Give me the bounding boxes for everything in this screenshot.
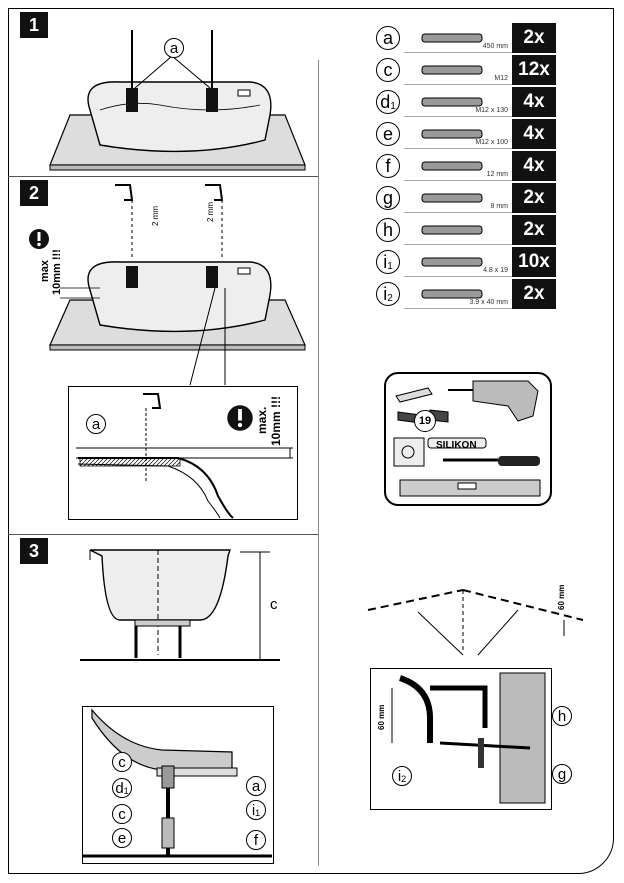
threaded-rod-icon: M12 x 130 (404, 88, 512, 117)
dimension-c-label: c (270, 596, 278, 613)
drill-size-2: 2 mm (206, 202, 215, 222)
part-letter: c (376, 58, 400, 82)
part-quantity: 4x (512, 119, 556, 149)
part-letter: h (376, 218, 400, 242)
instruction-frame (8, 8, 614, 874)
wall-hook-icon (404, 216, 512, 245)
step-3-callout: f (246, 830, 266, 850)
part-letter: a (376, 26, 400, 50)
detail-label-a: a (86, 414, 106, 434)
part-letter: e (376, 122, 400, 146)
nut-icon: M12 (404, 56, 512, 85)
section-divider-1 (8, 176, 318, 177)
part-spec: 3.9 x 40 mm (469, 298, 508, 306)
step-1-badge: 1 (20, 12, 48, 38)
step-2-illustration (49, 184, 306, 386)
column-divider (318, 60, 319, 866)
step-3-illustration (80, 549, 280, 661)
wall-60mm-top: 60 mm (557, 584, 566, 610)
section-divider-2 (8, 534, 318, 535)
wall-mount-illustration (367, 589, 584, 656)
part-quantity: 2x (512, 279, 556, 309)
step-3-callout: e (112, 828, 132, 848)
part-spec: 12 mm (486, 170, 508, 178)
wall-detail-illustration (391, 672, 546, 804)
part-spec: 450 mm (482, 42, 508, 50)
part-row: f 12 mm 4x (376, 150, 556, 182)
wrench-size-badge: 19 (414, 410, 436, 432)
step-2-detail-box (68, 386, 298, 520)
warning-icon (29, 229, 49, 249)
max-label-right-2: 10mm !!! (269, 395, 283, 446)
drill-size-1: 2 mm (151, 206, 160, 226)
max-label-right-1: max. (255, 406, 269, 434)
warning-icon-detail (227, 405, 253, 431)
step-3-detail-illustration (82, 708, 272, 858)
part-quantity: 2x (512, 23, 556, 53)
step-2-detail-illustration (76, 393, 293, 519)
washer-icon: 12 mm (404, 152, 512, 181)
step-1-label-a: a (164, 38, 184, 58)
part-quantity: 12x (512, 55, 556, 85)
part-quantity: 4x (512, 87, 556, 117)
part-spec: M12 x 130 (475, 106, 508, 114)
part-spec: M12 x 100 (475, 138, 508, 146)
part-row: a 450 mm 2x (376, 22, 556, 54)
max-label-left-1: max (39, 259, 51, 282)
part-quantity: 2x (512, 215, 556, 245)
part-spec: 4.8 x 19 (483, 266, 508, 274)
part-quantity: 2x (512, 183, 556, 213)
part-spec: M12 (494, 74, 508, 82)
part-spec: 8 mm (490, 202, 509, 210)
wall-60mm-side: 60 mm (377, 704, 386, 730)
bracket-rail-icon: 450 mm (404, 24, 512, 53)
step-3-callout: a (246, 776, 266, 796)
part-quantity: 10x (512, 247, 556, 277)
part-row: h 2x (376, 214, 556, 246)
step-1-illustration (49, 30, 306, 171)
tools-box (384, 372, 552, 506)
silicone-label: SILIKON (436, 440, 477, 451)
wall-label-h: h (552, 706, 572, 726)
wood-screw-icon: 4.8 x 19 (404, 248, 512, 277)
step-2-badge: 2 (20, 180, 48, 206)
step-3-callout: c (112, 804, 132, 824)
max-label-left-2: 10mm !!! (51, 249, 63, 295)
step-3-badge: 3 (20, 538, 48, 564)
wall-plug-icon: 8 mm (404, 184, 512, 213)
part-quantity: 4x (512, 151, 556, 181)
wall-screw-icon: 3.9 x 40 mm (404, 280, 512, 309)
tools-illustration (393, 380, 541, 497)
part-letter: g (376, 186, 400, 210)
wall-label-g: g (552, 764, 572, 784)
leg-screw-icon: M12 x 100 (404, 120, 512, 149)
step-3-callout: c (112, 752, 132, 772)
part-letter: f (376, 154, 400, 178)
